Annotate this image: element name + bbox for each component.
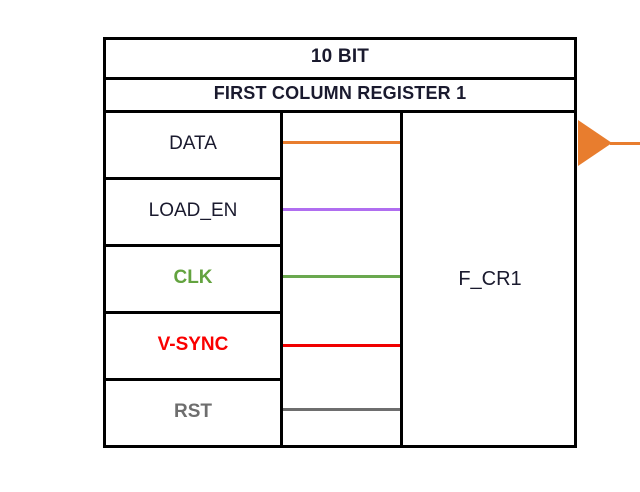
bit-width-header: 10 BIT [310, 46, 370, 67]
port-label-load-en: LOAD_EN [148, 199, 238, 221]
connector-rst [283, 408, 400, 411]
output-arrow-icon [578, 120, 612, 166]
port-row-divider-1 [103, 177, 283, 180]
port-label-clk: CLK [173, 266, 213, 288]
port-row-divider-4 [103, 378, 283, 381]
connector-v-sync [283, 344, 400, 347]
port-label-v-sync: V-SYNC [157, 333, 229, 355]
connector-clk [283, 275, 400, 278]
header-divider-1 [103, 77, 577, 80]
instance-label: F_CR1 [458, 267, 522, 290]
register-title-header: FIRST COLUMN REGISTER 1 [213, 83, 467, 103]
column-divider-left [280, 110, 283, 448]
output-wire [610, 142, 640, 145]
port-label-data: DATA [169, 132, 217, 154]
connector-load-en [283, 208, 400, 211]
load-en-input-wire [0, 208, 103, 212]
port-label-rst: RST [174, 400, 212, 422]
header-divider-2 [103, 110, 577, 113]
port-row-divider-3 [103, 311, 283, 314]
column-divider-right [400, 110, 403, 448]
data-input-wire [0, 141, 103, 145]
connector-data [283, 141, 400, 144]
port-row-divider-2 [103, 244, 283, 247]
